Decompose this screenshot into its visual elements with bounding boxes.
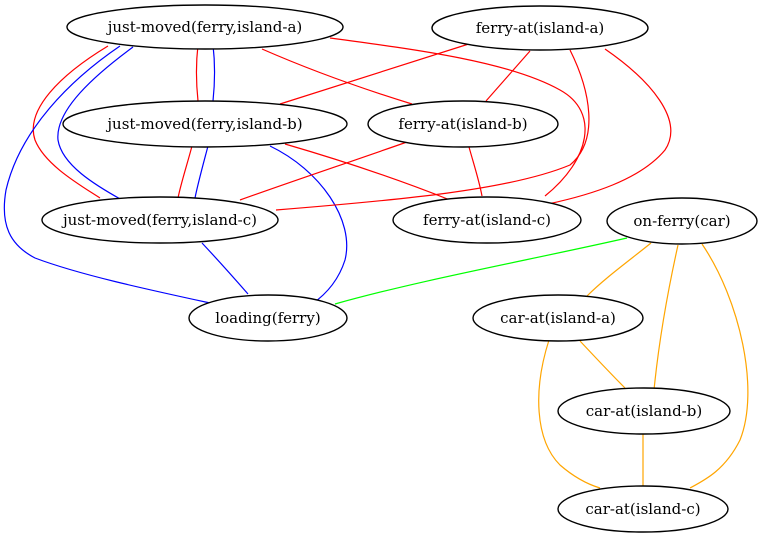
node-label: ferry-at(island-c) [423,211,551,229]
node-just-moved-island-a[interactable]: just-moved(ferry,island-a) [66,4,344,50]
edge-car-a-car-c-orange [538,339,601,489]
edge-jm-a-jm-c-red [32,45,109,199]
node-ferry-at-island-a[interactable]: ferry-at(island-a) [431,5,649,51]
node-just-moved-island-c[interactable]: just-moved(ferry,island-c) [41,196,279,244]
node-label: car-at(island-c) [585,500,700,518]
nodes-layer: just-moved(ferry,island-a) ferry-at(isla… [41,4,758,533]
node-car-at-island-a[interactable]: car-at(island-a) [472,294,644,342]
node-label: ferry-at(island-b) [398,115,527,133]
node-label: car-at(island-b) [586,402,702,420]
edge-jm-b-fa-c-red [284,143,451,201]
edge-onferry-car-a-orange [586,242,652,297]
edge-jm-b-jm-c-blue [194,145,209,199]
edge-fa-b-fa-c-red [468,146,483,197]
edge-jm-c-fa-b-red [239,141,408,201]
node-label: just-moved(ferry,island-b) [105,115,302,133]
node-ferry-at-island-c[interactable]: ferry-at(island-c) [392,196,582,244]
edge-jm-c-fa-a-red [275,49,590,211]
edge-onferry-loading-green [334,237,628,305]
node-ferry-at-island-b[interactable]: ferry-at(island-b) [367,100,559,148]
edge-jm-c-loading-blue [201,242,249,295]
node-on-ferry-car[interactable]: on-ferry(car) [606,197,758,245]
node-label: ferry-at(island-a) [476,19,605,37]
edge-jm-b-jm-c-red [177,145,193,199]
node-car-at-island-c[interactable]: car-at(island-c) [557,485,729,533]
node-just-moved-island-b[interactable]: just-moved(ferry,island-b) [62,100,348,148]
edge-onferry-car-c-orange [689,243,749,489]
edge-jm-a-fa-b-red [261,48,413,105]
edge-jm-b-loading-blue [269,145,348,305]
edge-jm-b-fa-a-red [279,41,476,105]
node-label: just-moved(ferry,island-c) [61,211,257,229]
edge-car-a-car-b-orange [579,340,626,389]
edge-fa-a-fa-b-red [485,50,531,102]
node-label: loading(ferry) [215,309,320,327]
edge-jm-a-loading-blue [3,45,211,304]
node-loading-ferry[interactable]: loading(ferry) [188,294,348,342]
node-car-at-island-b[interactable]: car-at(island-b) [557,387,731,435]
node-label: just-moved(ferry,island-a) [106,18,303,36]
edge-jm-a-jm-b-red [195,44,199,102]
edge-onferry-car-b-orange [653,244,679,391]
node-label: on-ferry(car) [633,212,730,230]
edges-layer [3,37,749,489]
node-label: car-at(island-a) [500,309,616,327]
edge-jm-a-jm-b-blue [212,44,216,102]
edge-jm-a-jm-c-blue [57,46,134,201]
edge-fa-a-fa-c-red [547,48,672,205]
